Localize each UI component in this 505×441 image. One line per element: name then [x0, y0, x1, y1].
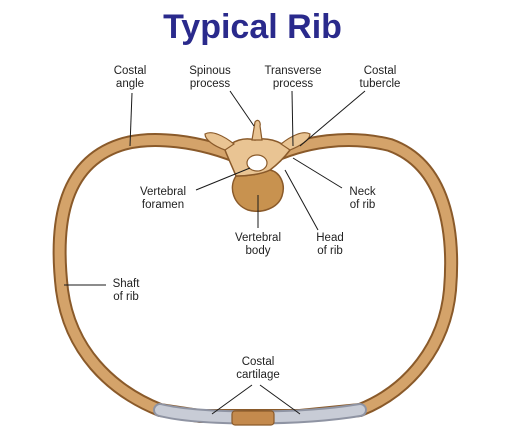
sternum	[231, 410, 275, 426]
leader-costal-cartilage-right	[259, 384, 301, 415]
leader-costal-angle	[129, 92, 133, 147]
leader-head-of-rib	[284, 169, 319, 231]
leader-transverse-process	[291, 90, 294, 147]
diagram-title: Typical Rib	[163, 8, 342, 46]
leader-neck-of-rib	[292, 157, 343, 189]
right-transverse-process	[279, 132, 311, 151]
vertebra	[204, 119, 311, 212]
leader-lines	[64, 90, 366, 415]
leader-vertebral-foramen	[195, 167, 251, 191]
leader-costal-tubercle	[299, 90, 366, 147]
leader-costal-cartilage-left	[211, 384, 253, 415]
left-transverse-process	[204, 132, 236, 151]
vertebral-foramen-hole	[246, 154, 268, 172]
leader-spinous-process	[229, 90, 255, 127]
spinous-process-shape	[251, 119, 263, 141]
